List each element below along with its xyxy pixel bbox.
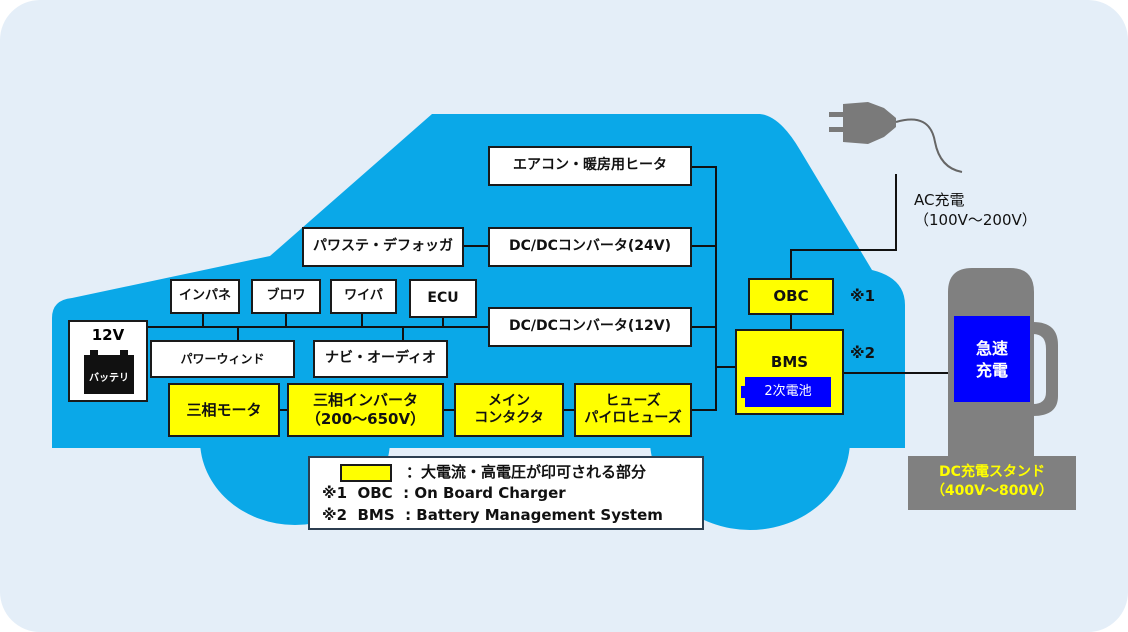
battery-label: バッテリ [89, 373, 129, 384]
aircon-heater-box: エアコン・暖房用ヒータ [488, 146, 692, 186]
dcdc-converter-12v-box: DC/DCコンバータ(12V) [488, 307, 692, 347]
charger-icon [908, 268, 1076, 510]
note-2: ※2 [850, 344, 876, 362]
power-window-box: パワーウィンド [150, 340, 295, 378]
ac-charge-label: AC充電 （100V～200V） [914, 191, 1037, 230]
instrument-panel-box: インパネ [170, 279, 240, 314]
fuse-pyrofuse-box: ヒューズ パイロヒューズ [574, 383, 692, 437]
legend-row-obc: ※1 OBC : On Board Charger [322, 484, 566, 502]
wiper-box: ワイパ [330, 279, 397, 314]
legend-row-high-voltage: ：大電流・高電圧が印可される部分 [406, 463, 647, 481]
battery-voltage: 12V [91, 326, 125, 344]
legend: ：大電流・高電圧が印可される部分 ※1 OBC : On Board Charg… [308, 456, 704, 530]
plug-icon [829, 102, 963, 173]
legend-row-bms: ※2 BMS : Battery Management System [322, 506, 663, 524]
battery-icon: バッテリ [84, 350, 134, 394]
navi-audio-box: ナビ・オーディオ [313, 340, 448, 378]
quick-charge-screen-text: 急速 充電 [975, 339, 1008, 380]
secondary-battery: 2次電池 [741, 377, 831, 407]
legend-swatch [340, 464, 392, 482]
bms-box: BMS 2次電池 [735, 329, 844, 415]
secondary-battery-label: 2次電池 [764, 384, 812, 399]
battery-12v: 12V バッテリ [68, 320, 148, 402]
main-contactor-box: メイン コンタクタ [454, 383, 564, 437]
ecu-box: ECU [409, 279, 477, 318]
dcdc-converter-24v-box: DC/DCコンバータ(24V) [488, 227, 692, 267]
three-phase-inverter-box: 三相インバータ （200～650V） [287, 383, 444, 437]
three-phase-motor-box: 三相モータ [168, 383, 280, 437]
note-1: ※1 [850, 287, 876, 305]
bms-label: BMS [770, 353, 809, 371]
power-steering-defogger-box: パワステ・デフォッガ [302, 227, 464, 267]
blower-box: ブロワ [251, 279, 321, 314]
dc-charging-stand-label: DC充電スタンド （400V～800V） [930, 464, 1054, 499]
obc-box: OBC [748, 278, 834, 315]
